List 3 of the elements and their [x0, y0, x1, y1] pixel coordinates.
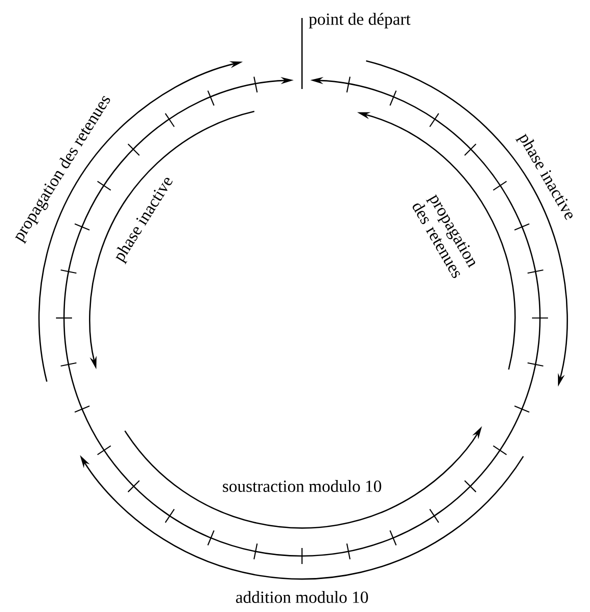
- arc-label: soustraction modulo 10: [222, 480, 382, 492]
- start-label: point de départ: [308, 12, 411, 28]
- arc-label: addition modulo 10: [236, 591, 368, 603]
